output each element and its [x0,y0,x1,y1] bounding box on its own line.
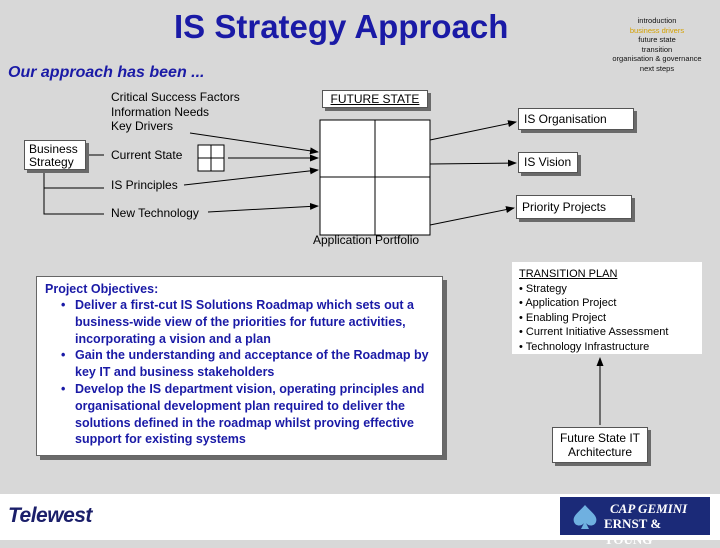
arrow-new-technology [207,202,319,213]
agenda-item-active: business drivers [629,25,685,35]
arrow-is-vision [429,159,517,167]
agenda-item: organisation & governance [612,54,702,64]
input-key-drivers: Key Drivers [111,119,174,133]
input-drivers: Critical Success Factors Information Nee… [111,90,240,134]
arrow-is-organisation [429,120,517,141]
page-subtitle: Our approach has been ... [8,64,205,81]
application-portfolio-label: Application Portfolio [313,233,420,247]
project-objectives-box: Project Objectives: Deliver a first-cut … [36,276,443,456]
transition-item: • Strategy [519,282,567,295]
is-principles-label: IS Principles [111,178,178,192]
objective-item: Develop the IS department vision, operat… [61,381,439,448]
arrow-is-principles [183,167,319,186]
objectives-list: Deliver a first-cut IS Solutions Roadmap… [61,297,439,448]
transition-item: • Technology Infrastructure [519,340,650,353]
is-vision-box: IS Vision [518,152,578,173]
input-csf: Critical Success Factors [111,90,240,104]
agenda-item: next steps [639,63,675,73]
arrow-csf [189,132,319,155]
objective-item: Gain the understanding and acceptance of… [61,347,439,381]
agenda-item: future state [638,35,676,45]
objectives-title: Project Objectives: [45,282,159,296]
objective-item: Deliver a first-cut IS Solutions Roadmap… [61,297,439,347]
input-information-needs: Information Needs [111,104,210,119]
spade-icon [573,505,597,529]
future-state-box: FUTURE STATE [322,90,428,108]
priority-projects-box: Priority Projects [516,195,632,219]
logo-line-1: CAP GEMINI [610,501,688,516]
is-organisation-box: IS Organisation [518,108,634,130]
agenda-item: transition [641,44,673,54]
telewest-logo: Telewest [8,504,92,527]
transition-plan-box: TRANSITION PLAN • Strategy • Application… [512,262,702,354]
transition-item: • Application Project [519,297,617,309]
transition-item: • Enabling Project [519,311,607,324]
logo-line-2: ERNST & YOUNG [604,516,662,547]
current-state-label: Current State [111,148,183,162]
page-title: IS Strategy Approach [174,8,509,45]
new-technology-label: New Technology [111,206,199,220]
transition-item: • Current Initiative Assessment [519,326,669,338]
cap-gemini-logo: CAP GEMINI ERNST & YOUNG [560,497,710,547]
transition-plan-title: TRANSITION PLAN [519,268,618,280]
agenda-item: introduction [637,16,677,25]
agenda-list: introduction business drivers future sta… [598,16,716,74]
arrow-priority-projects [429,206,515,226]
future-architecture-box: Future State IT Architecture [552,427,648,463]
business-strategy-box: Business Strategy [24,140,86,170]
